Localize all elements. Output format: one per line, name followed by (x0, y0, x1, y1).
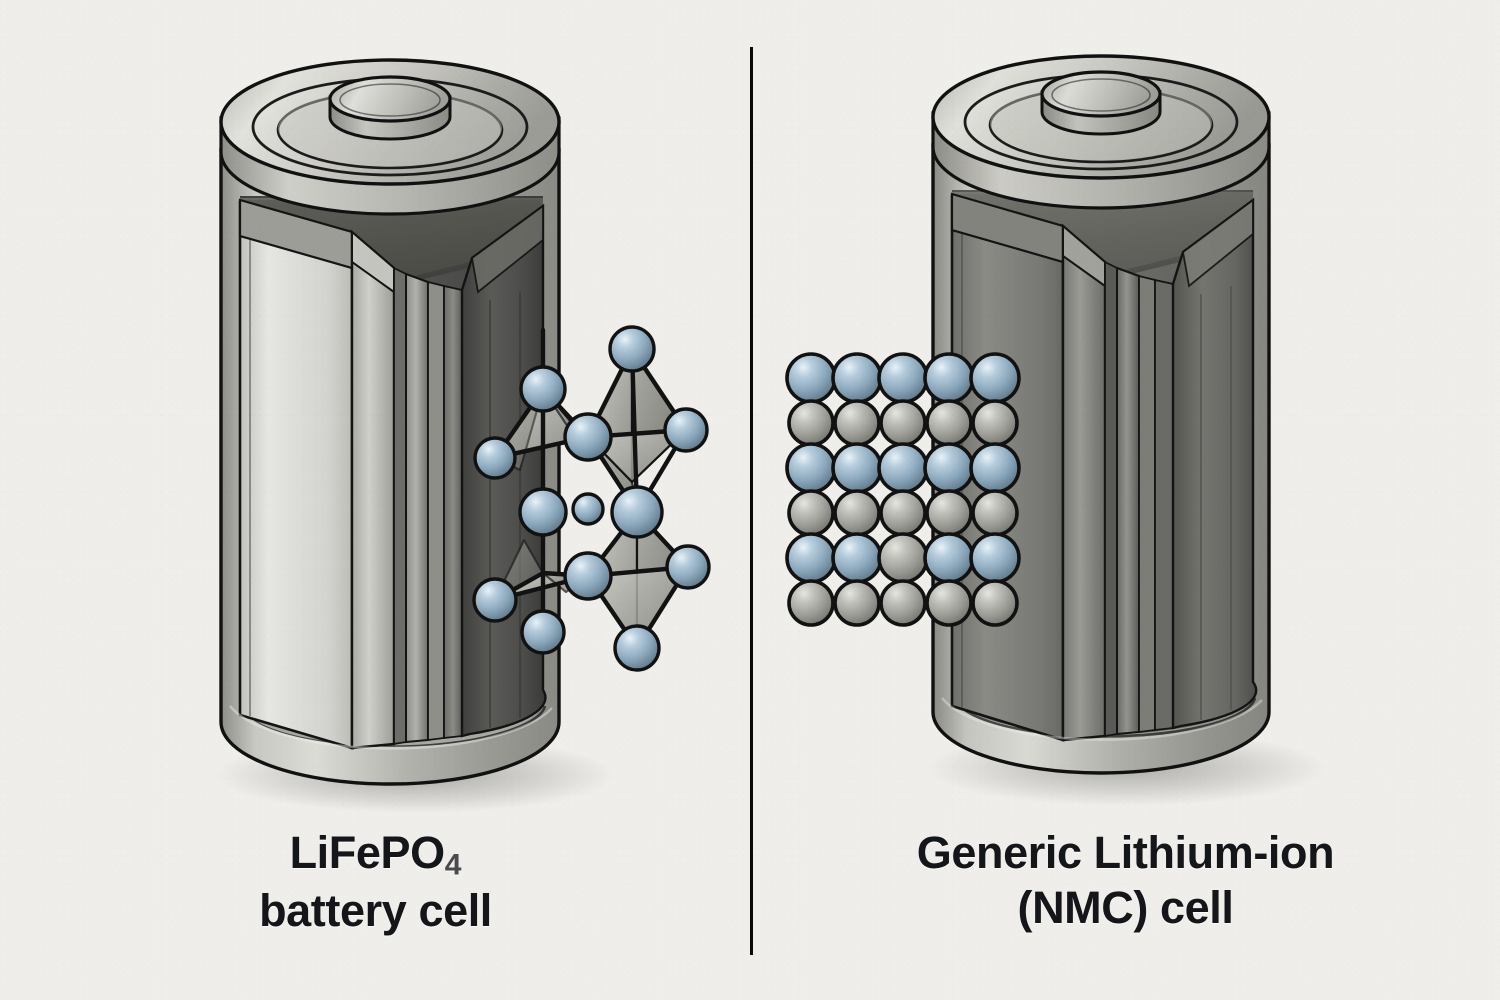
lattice-atom (833, 489, 881, 537)
lattice-atom (787, 579, 835, 627)
lattice-atom (923, 352, 975, 404)
caption-subscript: 4 (444, 848, 462, 882)
lattice-atom (785, 352, 837, 404)
battery-cap (219, 58, 561, 216)
lattice-atom (833, 399, 881, 447)
lattice-atom (877, 352, 929, 404)
lattice-atom (831, 352, 883, 404)
atom-group (472, 325, 711, 672)
atom-sphere (519, 365, 567, 413)
atom-sphere-lithium (571, 492, 605, 526)
atom-sphere (563, 412, 613, 462)
positive-terminal (1040, 70, 1162, 118)
panel-lifepo4: LiFePO4 battery cell (0, 58, 751, 939)
lattice-atom (971, 579, 1019, 627)
positive-terminal (328, 75, 452, 123)
atom-sphere (663, 407, 709, 453)
caption-line-1: Generic Lithium-ion (916, 827, 1335, 878)
lattice-atom (785, 442, 837, 494)
caption-line-2: (NMC) cell (1017, 881, 1234, 933)
atom-sphere (613, 624, 661, 672)
lattice-atom (925, 489, 973, 537)
caption-line-2: battery cell (259, 885, 492, 937)
lattice-atom (879, 579, 927, 627)
nmc-battery-illustration (785, 54, 1326, 806)
lattice-atom (879, 489, 927, 537)
atom-sphere (518, 487, 568, 537)
lattice-atom (831, 442, 883, 494)
lattice-atom (923, 442, 975, 494)
atom-sphere (665, 544, 711, 590)
lattice-atom (925, 399, 973, 447)
lattice-atom (785, 532, 837, 584)
layered-lattice-structure (785, 352, 1021, 627)
caption-lifepo4: LiFePO4 battery cell (0, 826, 751, 939)
lattice-atom (787, 399, 835, 447)
lattice-atom (831, 532, 883, 584)
atom-sphere (520, 609, 566, 655)
battery-body (219, 148, 561, 786)
lattice-atom (971, 399, 1019, 447)
olivine-crystal-structure (472, 325, 711, 672)
atom-sphere (472, 577, 518, 623)
lattice-atom (971, 489, 1019, 537)
panel-nmc: Generic Lithium-ion (NMC) cell (751, 0, 1500, 1000)
lattice-atom (925, 579, 973, 627)
panel-divider (750, 47, 753, 955)
lattice-atom (833, 579, 881, 627)
atom-sphere (608, 325, 656, 373)
lattice-atom (969, 352, 1021, 404)
lattice-atom (923, 532, 975, 584)
lattice-atom (787, 489, 835, 537)
lifepo4-battery-illustration (215, 58, 711, 813)
atom-sphere (563, 551, 613, 601)
lattice-atom (877, 442, 929, 494)
lattice-atom (877, 532, 929, 584)
lattice-atom (969, 442, 1021, 494)
caption-nmc: Generic Lithium-ion (NMC) cell (751, 826, 1500, 936)
atom-sphere (610, 485, 664, 539)
battery-cap (931, 54, 1271, 210)
atom-sphere (473, 436, 517, 480)
lattice-atom (879, 399, 927, 447)
caption-line-1: LiFePO4 (289, 827, 462, 882)
lattice-atom (969, 532, 1021, 584)
